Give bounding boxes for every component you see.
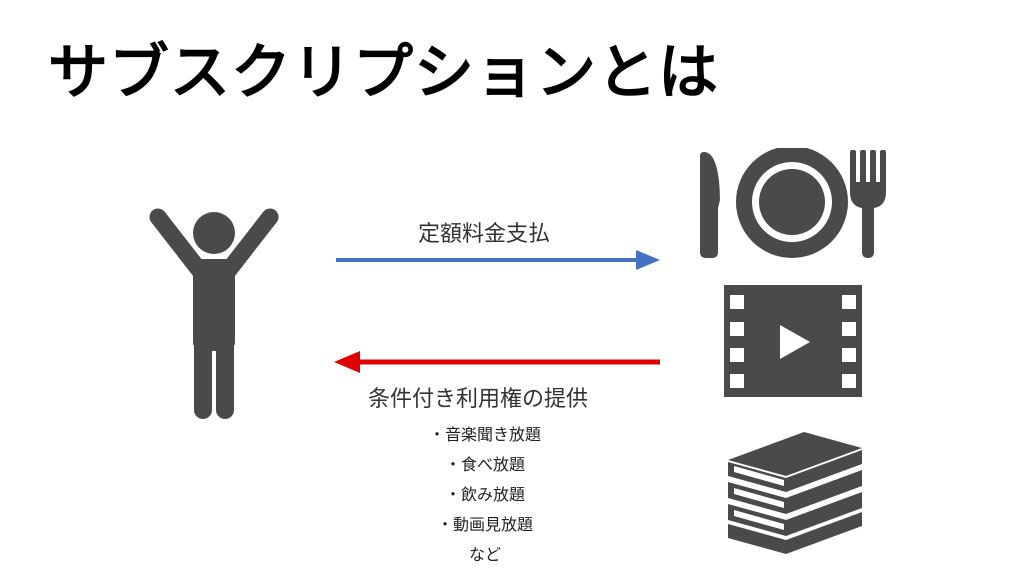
book-stack-icon xyxy=(724,430,864,558)
rights-label: 条件付き利用権の提供 xyxy=(368,387,589,412)
plate-knife-fork-icon xyxy=(694,146,888,262)
example-item: など xyxy=(468,545,501,564)
rights-arrow xyxy=(334,351,660,373)
example-item: ・動画見放題 xyxy=(436,515,533,534)
film-play-icon xyxy=(724,285,862,401)
example-item: ・飲み放題 xyxy=(444,485,525,504)
example-item: ・音楽聞き放題 xyxy=(428,425,541,444)
page-title: サブスクリプションとは xyxy=(48,38,719,108)
examples-list: ・音楽聞き放題 ・食べ放題 ・飲み放題 ・動画見放題 など xyxy=(400,420,570,570)
person-icon xyxy=(148,205,280,424)
payment-arrow xyxy=(336,250,660,270)
payment-label: 定額料金支払 xyxy=(418,222,551,247)
example-item: ・食べ放題 xyxy=(444,455,525,474)
